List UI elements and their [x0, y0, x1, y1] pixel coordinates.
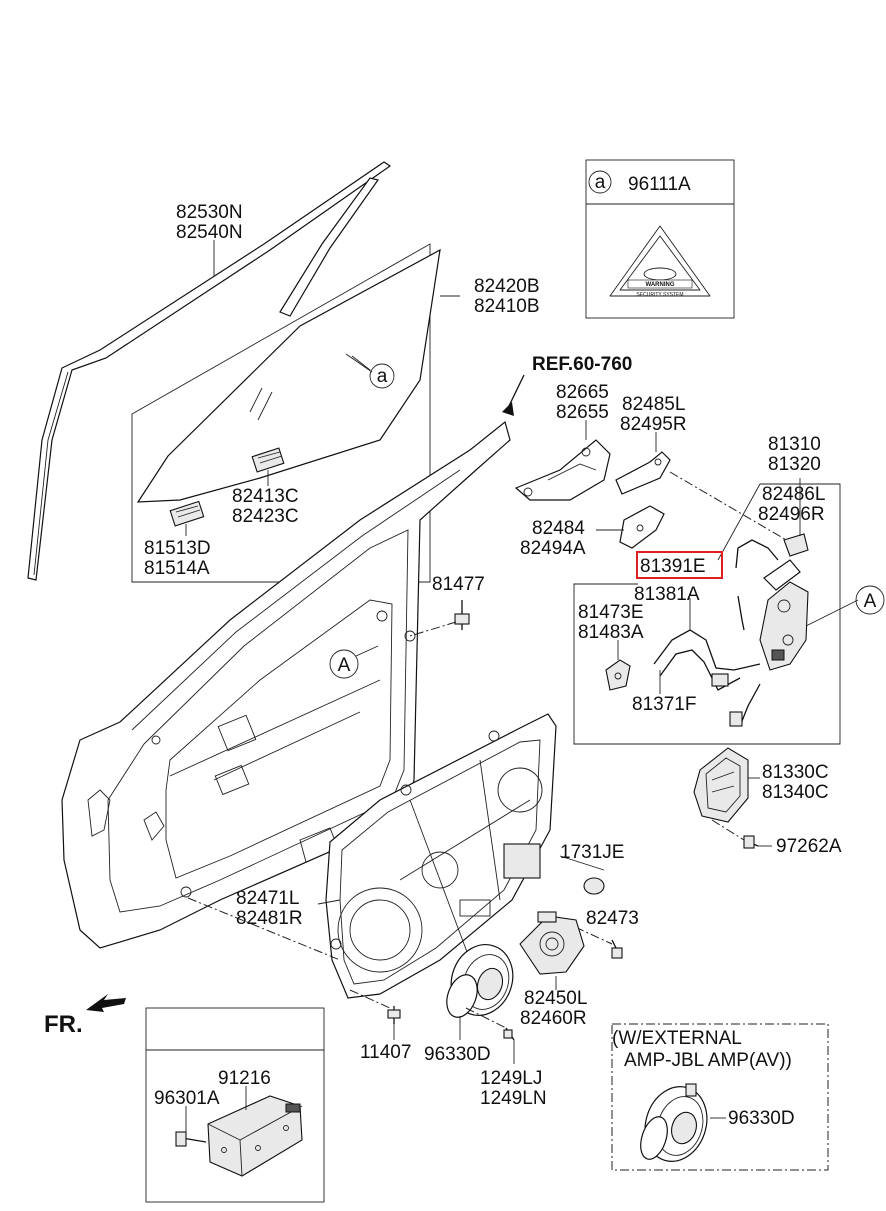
label-81513D: 81513D: [144, 538, 211, 559]
label-96111A: 96111A: [628, 174, 691, 195]
label-82450L: 82450L: [524, 988, 587, 1009]
label-96330D-external: 96330D: [728, 1108, 795, 1129]
door-latch-81310: [759, 533, 809, 671]
sticker-inset-frame: [585, 159, 735, 319]
glass-clip-81513D: [169, 500, 205, 527]
sticker-text-security: SECURITY SYSTEM: [636, 292, 683, 298]
label-81340C: 81340C: [762, 782, 829, 803]
external-amp-inset-frame: [611, 1023, 829, 1171]
label-82423C: 82423C: [232, 506, 299, 527]
label-96330D: 96330D: [424, 1044, 491, 1065]
plug-1731JE: [583, 877, 605, 895]
callout-circle-A-latch: [855, 585, 885, 615]
door-module-panel: [325, 713, 557, 999]
label-82485L: 82485L: [622, 394, 685, 415]
label-82420B: 82420B: [474, 276, 540, 297]
screw-1249LJ: [465, 1007, 515, 1041]
label-82410B: 82410B: [474, 296, 540, 317]
glass-clip-82413C: [251, 447, 285, 473]
cable-81391E: [735, 539, 779, 631]
label-82460R: 82460R: [520, 1008, 587, 1029]
label-82484: 82484: [532, 518, 585, 539]
label-82540N: 82540N: [176, 222, 243, 243]
callout-circle-a-glass: [369, 363, 395, 389]
label-81371F: 81371F: [632, 694, 696, 715]
label-81483A: 81483A: [578, 622, 644, 643]
label-1249LN: 1249LN: [480, 1088, 547, 1109]
label-1731JE: 1731JE: [560, 842, 624, 863]
highlight-box-81391E: [636, 551, 723, 579]
bracket-82485L: [615, 451, 671, 495]
bracket-82484: [619, 505, 665, 549]
label-ref-60-760: REF.60-760: [532, 354, 632, 375]
label-91216: 91216: [218, 1068, 271, 1089]
label-1249LJ: 1249LJ: [480, 1068, 542, 1089]
door-glass: [131, 243, 441, 583]
label-82486L: 82486L: [762, 484, 825, 505]
callout-a-sticker: a: [595, 172, 606, 193]
inside-handle-bracket-82665: [514, 439, 611, 501]
bolt-97262A: [711, 819, 759, 849]
screw-96301A: [175, 1131, 207, 1147]
window-motor-82450L: [519, 911, 585, 975]
label-82413C: 82413C: [232, 486, 299, 507]
label-82496R: 82496R: [758, 504, 825, 525]
label-11407: 11407: [360, 1042, 411, 1063]
label-external-amp-line2: AMP-JBL AMP(AV)): [624, 1050, 792, 1071]
label-81310: 81310: [768, 434, 821, 455]
callout-a-glass: a: [377, 366, 388, 387]
screw-81477: [454, 600, 470, 630]
label-82530N: 82530N: [176, 202, 243, 223]
label-81381A: 81381A: [634, 584, 700, 605]
amp-inset-frame: [145, 1007, 325, 1203]
screw-11407: [387, 1006, 401, 1024]
glass-run-channel: [27, 161, 392, 581]
label-96301A: 96301A: [154, 1088, 220, 1109]
label-82665: 82665: [556, 382, 609, 403]
callout-circle-A-frame: [329, 649, 359, 679]
label-97262A: 97262A: [776, 836, 842, 857]
front-label: FR.: [44, 1011, 83, 1038]
sticker-text-warning: WARNING: [646, 282, 675, 288]
label-82655: 82655: [556, 402, 609, 423]
cable-81371F: [653, 629, 761, 727]
label-82473: 82473: [586, 908, 639, 929]
label-81514A: 81514A: [144, 558, 210, 579]
label-81320: 81320: [768, 454, 821, 475]
latch-group-frame: [573, 483, 841, 745]
label-81391E: 81391E: [640, 556, 706, 577]
outside-handle-81330C: [693, 747, 749, 823]
label-82495R: 82495R: [620, 414, 687, 435]
warning-sticker: [609, 225, 711, 297]
label-81473E: 81473E: [578, 602, 644, 623]
label-external-amp-line1: (W/EXTERNAL: [612, 1028, 742, 1049]
callout-A-latch: A: [864, 591, 877, 612]
amplifier-91216: [207, 1095, 303, 1177]
speaker-96330D-external: [640, 1083, 708, 1162]
label-82494A: 82494A: [520, 538, 586, 559]
label-81330C: 81330C: [762, 762, 829, 783]
callout-A-frame: A: [338, 655, 351, 676]
speaker-96330D: [446, 944, 514, 1018]
screw-82473: [611, 939, 623, 959]
label-82471L: 82471L: [236, 888, 299, 909]
front-arrow: [86, 994, 126, 1012]
label-82481R: 82481R: [236, 908, 303, 929]
label-81477: 81477: [432, 574, 485, 595]
rod-clip-81473E: [605, 659, 631, 691]
